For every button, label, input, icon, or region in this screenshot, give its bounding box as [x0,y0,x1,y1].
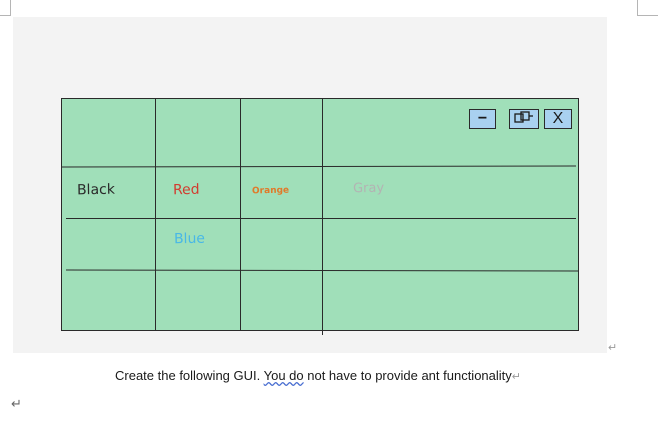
grid-line [240,99,241,331]
cell-gray: Gray [352,180,385,197]
grid-line [322,99,323,335]
grid-line [66,218,576,219]
cursor-mark: ↵ [11,396,22,411]
caption-part-1: Create the following GUI. [115,368,264,383]
cell-red: Red [172,181,200,199]
close-button[interactable]: X [544,109,572,129]
cell-orange: Orange [251,185,290,197]
gui-sketch-window [61,98,579,331]
maximize-button[interactable] [509,109,539,129]
page-corner-mark [0,0,11,16]
minimize-button[interactable]: − [469,109,496,129]
minimize-icon: − [477,110,488,127]
instruction-caption: Create the following GUI. You do not hav… [115,368,521,383]
caption-part-2: You do [263,368,304,383]
cell-blue: Blue [173,230,206,248]
cell-black: Black [76,181,116,199]
paragraph-mark: ↵ [608,342,618,354]
close-icon: X [552,110,564,127]
restore-icon [513,110,535,129]
grid-line [155,99,156,331]
page-corner-mark [637,0,658,16]
caption-part-3: not have to provide ant functionality [303,368,512,383]
caption-paragraph-mark: ↵ [511,371,521,383]
